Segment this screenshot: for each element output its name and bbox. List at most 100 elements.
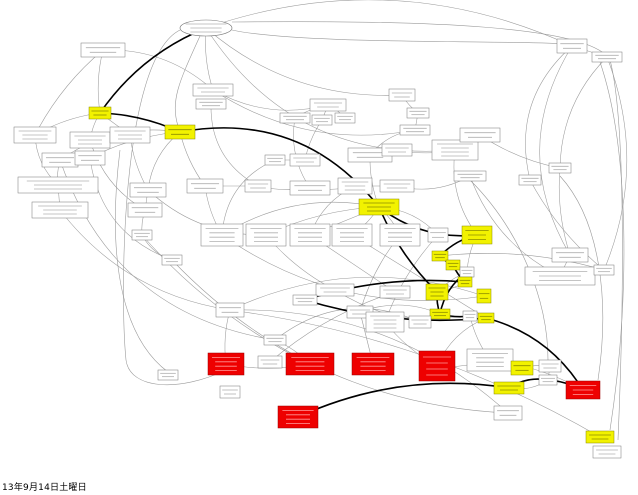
graph-node — [69, 131, 111, 149]
graph-node-box — [591, 51, 623, 63]
graph-node-box — [556, 38, 588, 54]
graph-edge — [231, 29, 567, 45]
graph-node-box — [518, 174, 542, 186]
graph-node-box — [510, 360, 534, 376]
graph-node-box — [593, 264, 615, 276]
graph-node-box — [431, 139, 479, 161]
graph-edge — [469, 179, 549, 361]
graph-node — [17, 176, 99, 194]
graph-node-box — [493, 405, 523, 421]
graph-edge — [34, 49, 104, 136]
graph-edge — [485, 317, 584, 391]
graph-node — [257, 355, 283, 369]
graph-node — [459, 266, 475, 278]
graph-node-box — [406, 107, 430, 119]
graph-edge — [559, 175, 604, 381]
graph-node — [427, 227, 449, 243]
graph-node — [399, 124, 431, 136]
graph-node — [289, 223, 331, 247]
graph-node-box — [453, 170, 487, 182]
graph-node-box — [585, 430, 615, 444]
graph-edge — [558, 167, 571, 256]
graph-node-box — [459, 266, 475, 278]
graph-node-box — [127, 202, 163, 218]
graph-node — [457, 276, 473, 288]
graph-node — [88, 106, 112, 120]
graph-node — [538, 374, 558, 386]
graph-node-box — [192, 83, 234, 97]
graph-node — [31, 201, 89, 219]
graph-node-box — [289, 180, 331, 196]
graph-edge — [179, 131, 206, 187]
graph-node-box — [200, 223, 244, 247]
graph-edge — [179, 127, 380, 208]
graph-node — [13, 126, 57, 144]
graph-node-box — [244, 179, 272, 193]
graph-node — [476, 288, 492, 304]
graph-node — [493, 381, 525, 395]
call-graph-diagram — [13, 0, 628, 459]
graph-node — [292, 294, 318, 306]
graph-node — [263, 334, 287, 346]
graph-node-box — [462, 310, 478, 322]
graph-node-box — [315, 283, 355, 297]
graph-node-box — [477, 312, 495, 324]
graph-node — [192, 83, 234, 97]
graph-node-box — [592, 445, 622, 459]
graph-node — [379, 223, 421, 247]
graph-edge — [59, 209, 231, 311]
graph-node — [593, 264, 615, 276]
graph-node — [129, 182, 167, 198]
graph-node-box — [418, 350, 456, 382]
graph-node — [80, 42, 126, 58]
graph-node-box — [161, 254, 183, 266]
graph-node — [493, 405, 523, 421]
graph-edge — [205, 0, 573, 47]
graph-node — [277, 405, 319, 429]
graph-node — [408, 315, 432, 329]
graph-node — [186, 178, 224, 194]
graph-node-box — [257, 355, 283, 369]
graph-node-box — [399, 124, 431, 136]
graph-node-box — [408, 315, 432, 329]
graph-node-box — [379, 179, 415, 193]
graph-edge — [123, 29, 227, 386]
graph-edge — [539, 45, 573, 256]
graph-edge — [599, 61, 625, 431]
graph-edge — [297, 382, 510, 418]
graph-node — [379, 285, 411, 299]
graph-node — [477, 312, 495, 324]
graph-node — [41, 152, 79, 168]
graph-node — [425, 283, 449, 301]
graph-edge — [559, 56, 608, 169]
graph-node-box — [219, 385, 241, 399]
graph-node-box — [186, 178, 224, 194]
graph-node — [334, 112, 356, 124]
graph-node — [207, 352, 245, 376]
graph-node-box — [215, 302, 245, 318]
graph-node-box — [493, 381, 525, 395]
graph-node — [406, 107, 430, 119]
graph-node-box — [548, 162, 572, 174]
graph-edge — [525, 45, 573, 181]
graph-node — [161, 254, 183, 266]
graph-node — [219, 385, 241, 399]
graph-edge — [97, 49, 104, 114]
graph-node-box — [551, 247, 589, 263]
graph-node-box — [538, 359, 562, 373]
graph-edge — [205, 27, 456, 152]
graph-node-box — [277, 405, 319, 429]
graph-node-box — [381, 143, 413, 157]
graph-edge — [212, 89, 416, 136]
graph-node — [462, 310, 478, 322]
graph-node — [445, 259, 461, 271]
graph-node — [431, 250, 449, 262]
graph-edge — [205, 27, 214, 91]
graph-node — [311, 114, 333, 126]
graph-node — [347, 147, 393, 163]
graph-node — [195, 98, 227, 110]
graph-node-box — [129, 182, 167, 198]
graph-node — [200, 223, 244, 247]
graph-node — [309, 98, 347, 112]
graph-edge — [210, 103, 259, 187]
